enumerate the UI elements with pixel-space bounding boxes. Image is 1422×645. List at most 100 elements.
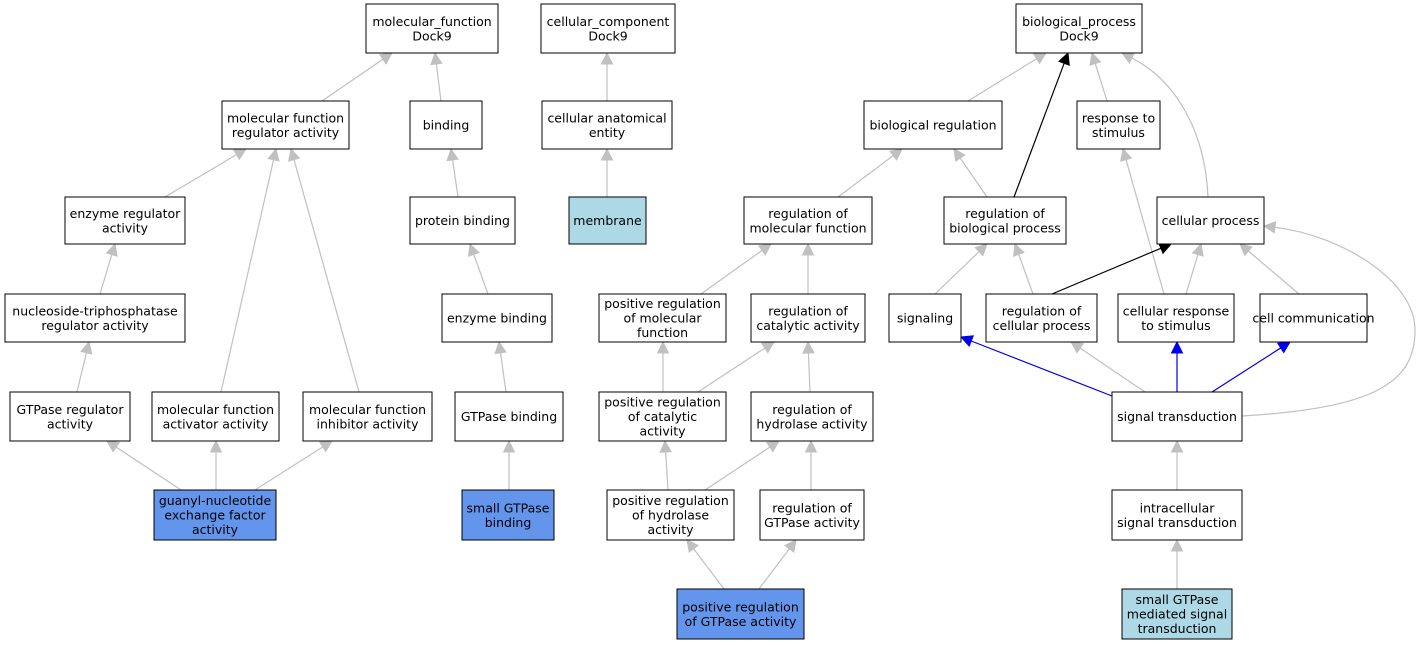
edge-reg_bp-to-bp_root (1013, 51, 1070, 198)
edge-pos_reg_hyd-to-pos_reg_cat (659, 439, 672, 491)
edge-mf_inh-to-mf_reg (288, 147, 360, 393)
go-term-node-gtpase-bind[interactable]: GTPase binding (454, 391, 564, 442)
go-term-node-cell-comm[interactable]: cell communication (1252, 293, 1375, 343)
node-label-line: cellular anatomical (547, 110, 666, 125)
edge-gtpase_reg-to-ntp_reg (76, 340, 93, 393)
node-label-line: signaling (897, 311, 953, 326)
edge-cae-to-cc_root (600, 51, 614, 101)
node-box (743, 196, 873, 245)
edge-pos_reg_cat-to-reg_cat (697, 341, 775, 393)
node-label-line: activity (102, 220, 149, 235)
node-label-line: GTPase binding (461, 409, 557, 424)
edge-mf_act-to-mf_reg (220, 147, 280, 393)
node-label-line: regulation of (768, 303, 848, 318)
node-label-line: transduction (1138, 621, 1217, 636)
node-box (365, 3, 499, 54)
edge-pos_reg_gtpase-to-pos_reg_hyd (686, 539, 725, 590)
go-term-node-enz-bind[interactable]: enzyme binding (441, 293, 553, 343)
edge-reg_gtpase-to-reg_hyd (804, 439, 818, 490)
node-label-line: cellular process (1162, 213, 1260, 228)
node-label-line: biological regulation (869, 118, 996, 133)
node-label-line: membrane (573, 213, 642, 228)
node-label-line: to stimulus (1141, 318, 1210, 333)
node-label-line: activity (192, 522, 239, 537)
node-label-line: positive regulation (612, 493, 729, 508)
node-label-line: signal transduction (1117, 515, 1237, 530)
node-label-line: biological_process (1022, 14, 1136, 29)
edge-pos_reg_gtpase-to-reg_gtpase (758, 539, 797, 590)
edge-gef-to-mf_inh (254, 440, 333, 491)
node-label-line: of hydrolase (632, 508, 709, 523)
node-label-line: binding (423, 118, 470, 133)
edge-enz_bind-to-prot_bind (467, 242, 489, 295)
go-term-node-prot-bind[interactable]: protein binding (409, 196, 516, 245)
node-label-line: regulator activity (41, 318, 149, 333)
node-box (541, 100, 673, 150)
node-label-line: catalytic activity (756, 318, 860, 333)
edge-sig_trans-to-cell_comm (1211, 341, 1291, 393)
edge-bio_reg-to-bp_root (967, 52, 1047, 102)
node-box (1259, 293, 1368, 343)
edge-reg_cat-to-reg_mf (801, 242, 815, 294)
node-box (1076, 100, 1161, 150)
node-box (606, 489, 735, 541)
node-label-line: cellular_component (547, 14, 670, 29)
node-box (1117, 293, 1235, 343)
go-term-node-membrane[interactable]: membrane (568, 196, 647, 245)
node-label-line: inhibitor activity (317, 416, 420, 431)
go-term-node-sig-trans[interactable]: signal transduction (1111, 391, 1243, 442)
go-term-node-binding[interactable]: binding (409, 100, 483, 150)
edge-signaling-to-reg_bp (934, 243, 988, 295)
node-label-line: molecular_function (372, 14, 491, 29)
node-label-line: regulation of (772, 500, 852, 515)
go-term-node-bio-reg[interactable]: biological regulation (863, 100, 1003, 150)
node-box (1015, 3, 1143, 54)
node-box (540, 3, 676, 54)
edge-small_gtpase_sig-to-intra_sig (1170, 538, 1184, 589)
edge-reg_cp-to-reg_bp (1012, 242, 1034, 295)
edge-pos_reg_mf-to-reg_mf (700, 243, 772, 295)
edge-pos_reg_hyd-to-reg_hyd (704, 440, 780, 491)
node-box (302, 391, 433, 442)
node-label-line: of molecular (623, 311, 702, 326)
node-box (750, 293, 866, 343)
edge-gef-to-gtpase_reg (106, 440, 182, 491)
edge-cell_resp-to-resp_stim (1120, 147, 1165, 295)
node-box (461, 489, 555, 541)
node-box (441, 293, 553, 343)
edge-small_gtpase_bind-to-gtpase_bind (502, 439, 516, 490)
edges-layer (76, 51, 1416, 590)
node-label-line: positive regulation (604, 395, 721, 410)
go-term-node-cell-proc[interactable]: cellular process (1156, 196, 1265, 245)
edge-sig_trans-to-reg_cp (1070, 341, 1146, 393)
node-label-line: activity (47, 416, 94, 431)
go-term-node-signaling[interactable]: signaling (888, 293, 962, 343)
